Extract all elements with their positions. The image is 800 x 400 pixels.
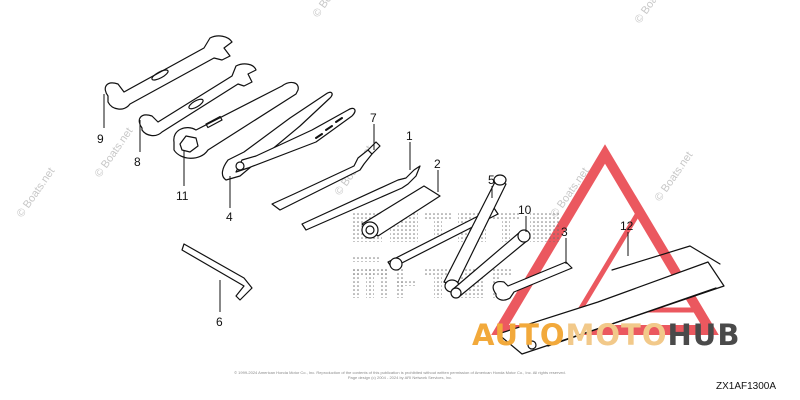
tool-pouch: [497, 245, 725, 355]
watermark-text: © Boats.net: [311, 0, 354, 20]
diagram-code: ZX1AF1300A: [716, 381, 777, 392]
callout-label: 2: [434, 157, 441, 171]
hex-l-key: [181, 243, 253, 301]
callout-label: 12: [620, 219, 634, 233]
watermark-text: © Boats.net: [633, 0, 676, 26]
open-end-wrench-mini: [492, 261, 573, 301]
copyright-line: © 1999-2024 American Honda Motor Co., In…: [234, 370, 566, 375]
spark-plug-socket: [361, 185, 499, 271]
callout-label: 5: [488, 173, 495, 187]
callout-label: 4: [226, 210, 233, 224]
open-end-wrench-large: [104, 35, 233, 110]
callout-label: 7: [370, 111, 377, 125]
copyright-line: Page design (c) 2004 - 2024 by ARI Netwo…: [347, 375, 453, 380]
pliers: [221, 91, 356, 181]
callout-label: 3: [561, 225, 568, 239]
callout-labels: 9 8 11 4 7 1 2 5 10 3 12 6: [97, 111, 634, 329]
automotohub-logo: AUTOMOTOHUB: [472, 318, 741, 352]
callout-label: 9: [97, 132, 104, 146]
copyright-notice: © 1999-2024 American Honda Motor Co., In…: [200, 370, 600, 380]
watermark-text: © Boats.net: [653, 150, 696, 204]
callout-label: 1: [406, 129, 413, 143]
callout-label: 6: [216, 315, 223, 329]
callout-label: 11: [176, 189, 189, 203]
watermark-text: © Boats.net: [15, 166, 58, 220]
box-socket-wrench-short: [450, 229, 531, 299]
screwdriver-phillips: [301, 165, 421, 231]
callout-label: 10: [518, 203, 532, 217]
leader-lines: [103, 94, 629, 312]
box-wrench: [173, 81, 299, 159]
callout-label: 8: [134, 155, 141, 169]
open-end-wrench-small: [138, 63, 257, 137]
